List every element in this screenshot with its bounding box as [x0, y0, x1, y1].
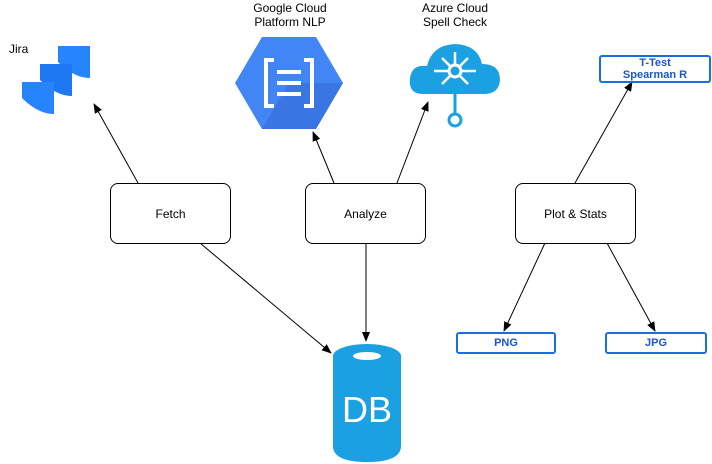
jpg-output-label: JPG [644, 337, 667, 349]
stats-output-tag[interactable]: T-Test Spearman R [599, 55, 711, 83]
gcp-label: Google Cloud Platform NLP [240, 1, 340, 29]
png-output-tag[interactable]: PNG [456, 332, 556, 354]
gcp-hexagon-icon [235, 37, 343, 129]
arrow-plot-to-png [503, 242, 546, 332]
arrow-plot-to-jpg [606, 242, 656, 332]
arrow-analyze-to-azure [396, 101, 429, 184]
jira-label: Jira [9, 42, 29, 56]
azure-label: Azure Cloud Spell Check [405, 1, 505, 29]
png-output-label: PNG [494, 337, 518, 349]
gcp-label-line2: Platform NLP [254, 15, 326, 29]
jira-logo-icon [22, 46, 90, 114]
connectors [93, 81, 656, 354]
fetch-node-label: Fetch [155, 206, 186, 221]
stats-output-line1: T-Test [639, 57, 671, 69]
plot-stats-node[interactable]: Plot & Stats [515, 183, 636, 244]
stats-output-line2: Spearman R [622, 69, 688, 81]
jpg-output-tag[interactable]: JPG [605, 332, 707, 354]
azure-label-line2: Spell Check [422, 15, 488, 29]
arrow-analyze-to-gcp [312, 131, 335, 184]
analyze-node-label: Analyze [344, 206, 387, 221]
arrow-fetch-to-db [199, 242, 332, 354]
db-label: DB [341, 389, 392, 430]
arrow-plot-to-stats [574, 81, 633, 184]
fetch-node[interactable]: Fetch [110, 183, 231, 244]
cloud-network-icon [409, 44, 500, 128]
azure-label-line1: Azure Cloud [421, 1, 489, 15]
analyze-node[interactable]: Analyze [305, 183, 426, 244]
plot-stats-node-label: Plot & Stats [544, 206, 607, 221]
database-cylinder-icon [333, 344, 401, 462]
gcp-label-line1: Google Cloud [253, 1, 327, 15]
arrow-fetch-to-jira [93, 103, 139, 184]
